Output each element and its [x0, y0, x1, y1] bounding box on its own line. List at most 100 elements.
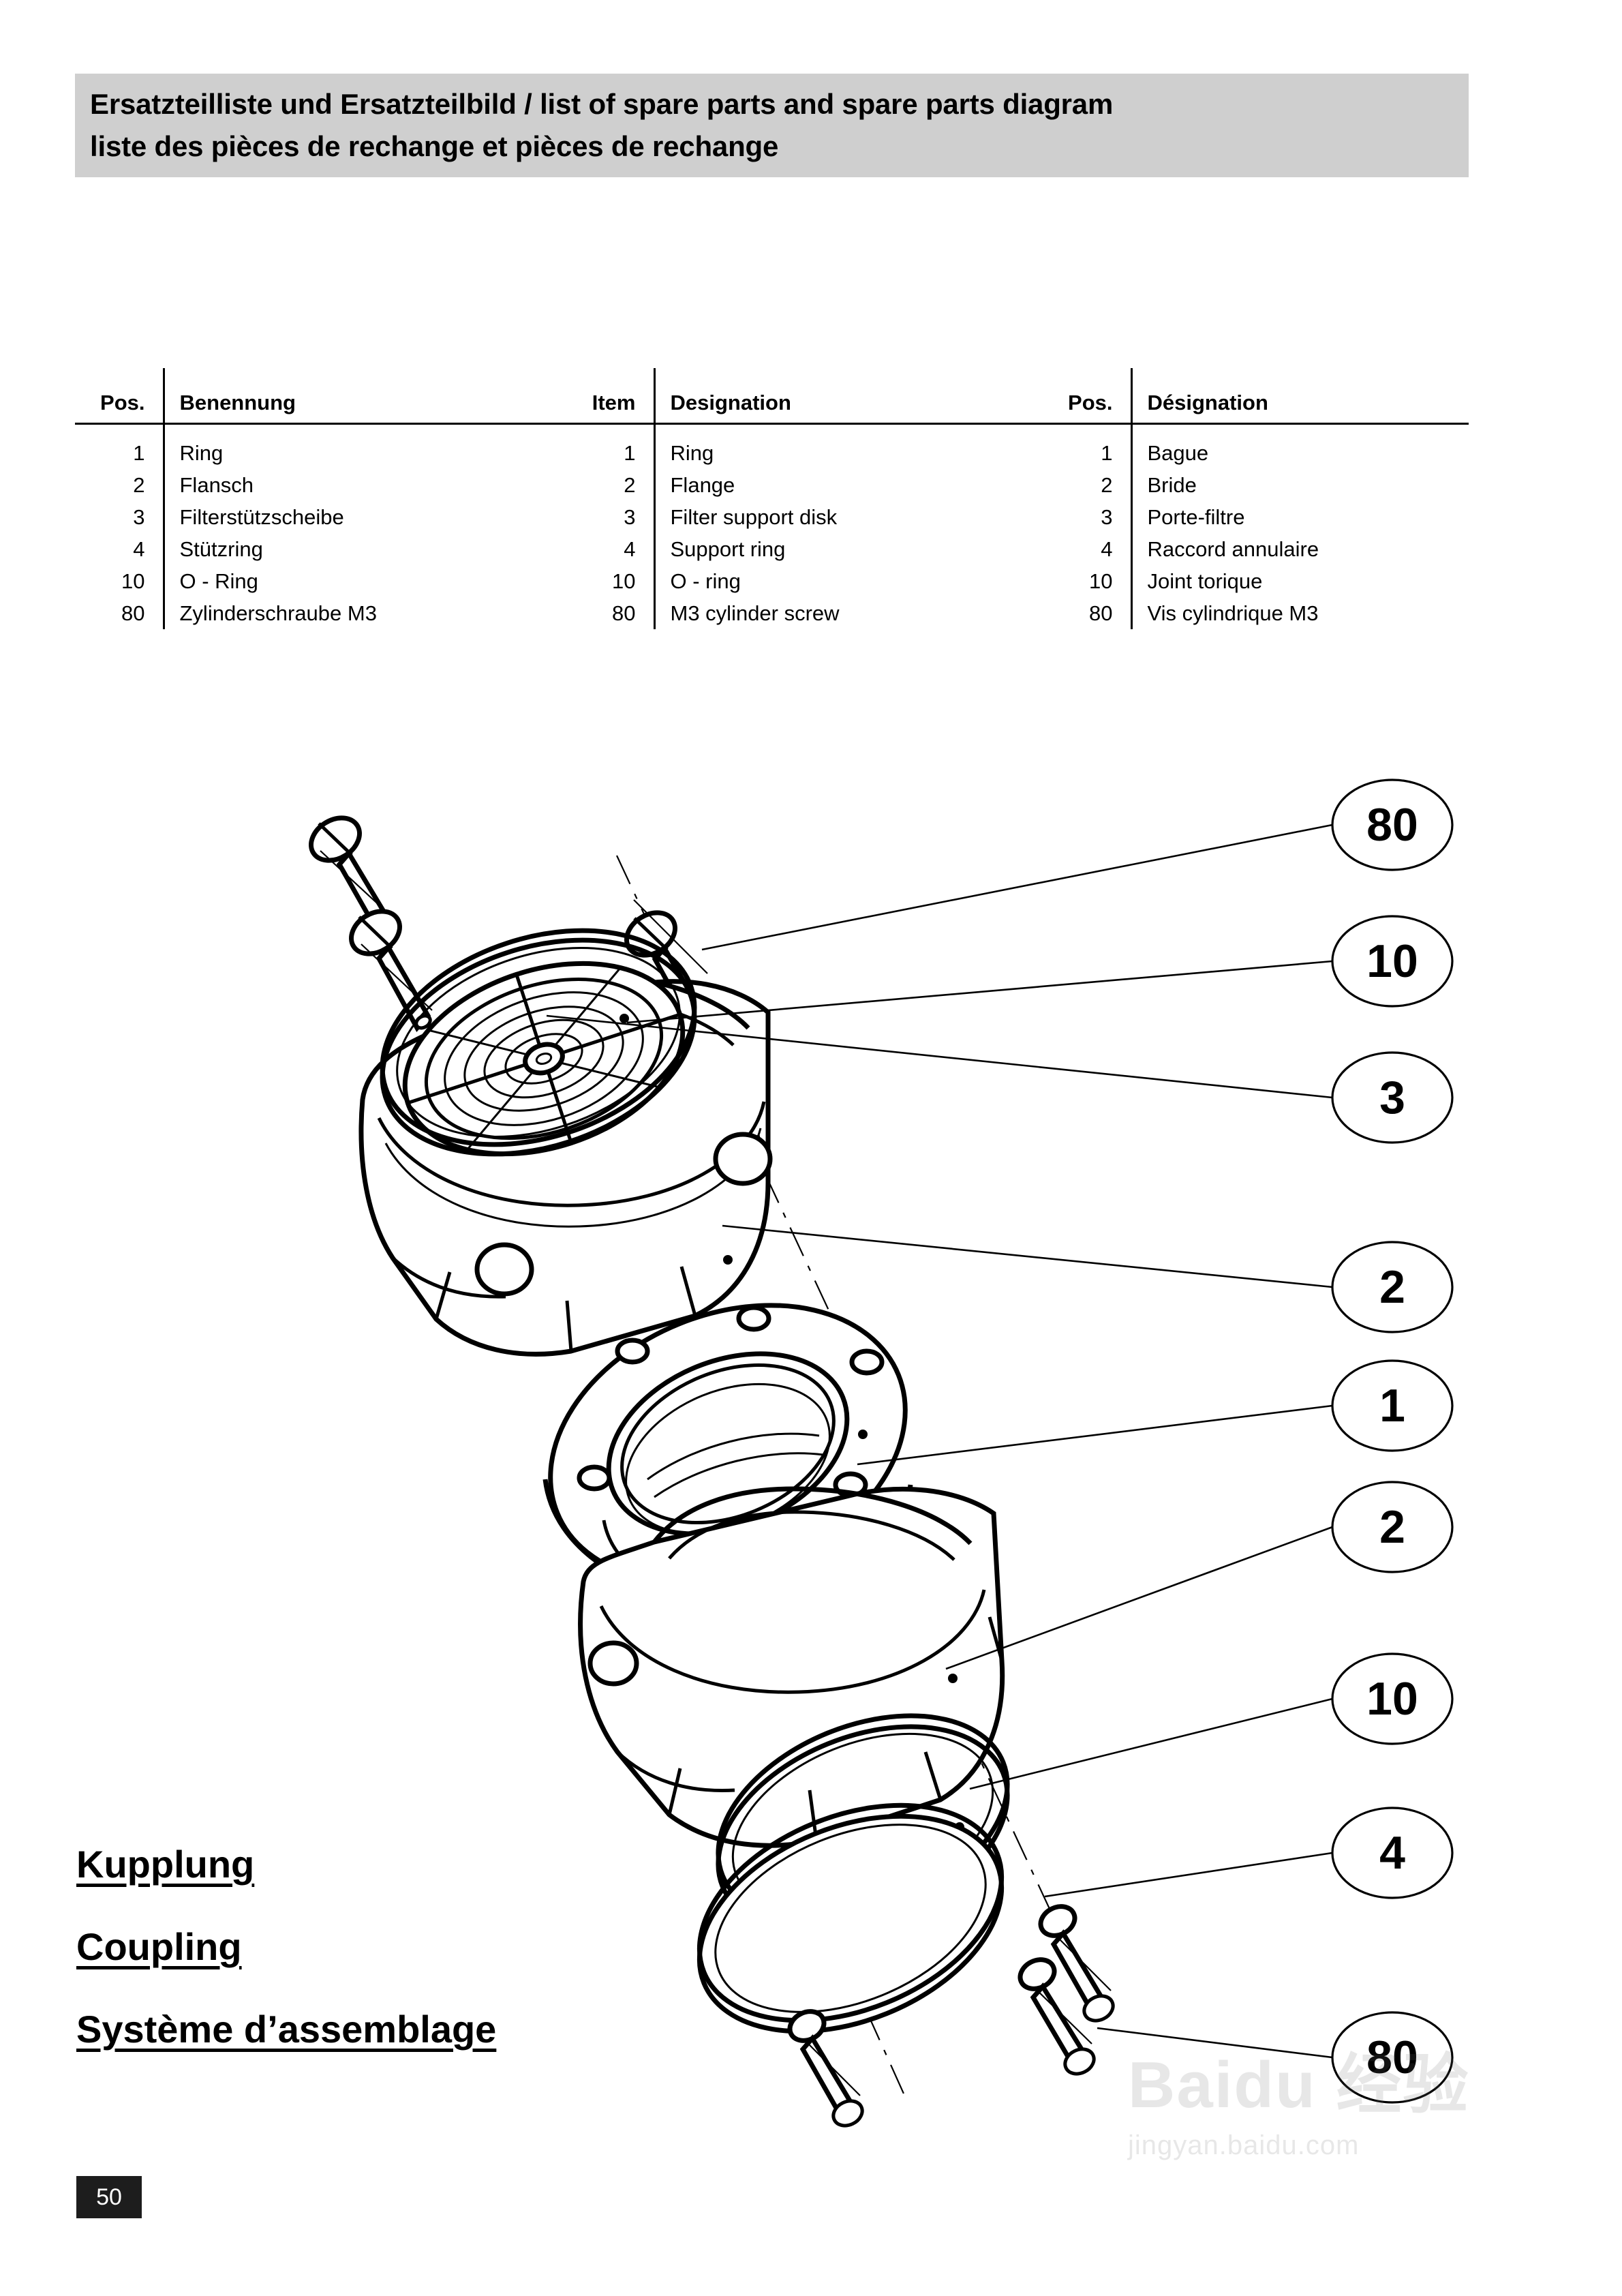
- flange-ring: [542, 1303, 913, 1603]
- callout-bubble: [1331, 1652, 1454, 1745]
- screw-group-bottom: [787, 1904, 1115, 2128]
- center-axis-lower: [721, 1690, 908, 2100]
- table-cell-name-en: Flange: [653, 469, 1050, 501]
- column-header-pos-de: Pos.: [100, 391, 145, 414]
- table-cell-name-fr: Porte-filtre: [1130, 501, 1469, 533]
- callout-label: 80: [1366, 799, 1418, 851]
- callout-bubble: [1331, 1051, 1454, 1144]
- title-fr: Système d’assemblage: [76, 2008, 497, 2051]
- screw-upper-left: [309, 815, 393, 938]
- callout-label: 1: [1379, 1380, 1405, 1432]
- table-cell-pos-de: 3: [133, 505, 145, 529]
- table-cell-name-de: Zylinderschraube M3: [162, 597, 572, 629]
- table-cell-pos-fr: 80: [1089, 601, 1113, 625]
- upper-housing-body: [358, 971, 773, 1357]
- table-cell-pos-de: 80: [121, 601, 145, 625]
- leader-line: [945, 1526, 1333, 1670]
- table-cell-name-de: Flansch: [162, 469, 572, 501]
- callout-label: 3: [1379, 1072, 1405, 1123]
- table-cell-name-en: Ring: [653, 423, 1050, 469]
- watermark-url: jingyan.baidu.com: [1128, 2130, 1360, 2160]
- callout-label: 4: [1379, 1827, 1405, 1879]
- table-cell-pos-fr: 1: [1101, 441, 1113, 465]
- screw-lower-center: [787, 2009, 864, 2128]
- center-axis-mid: [790, 1353, 1050, 1909]
- table-cell-pos-de: 2: [133, 473, 145, 497]
- leader-line: [1044, 1852, 1333, 1898]
- page-number-badge: 50: [76, 2176, 142, 2218]
- table-cell-pos-en: 1: [624, 441, 636, 465]
- table-cell-pos-en: 80: [612, 601, 636, 625]
- callout-label: 10: [1366, 1673, 1418, 1725]
- callout-80-8: 80: [1097, 2011, 1454, 2104]
- leader-line: [722, 1224, 1333, 1288]
- lower-housing-body: [578, 1486, 1005, 1848]
- table-cell-name-en: Support ring: [653, 533, 1050, 565]
- column-header-designation-fr: Désignation: [1130, 368, 1469, 424]
- table-cell-name-de: Stützring: [162, 533, 572, 565]
- callout-3-2: 3: [546, 1014, 1454, 1144]
- table-cell-pos-fr: 2: [1101, 473, 1113, 497]
- table-cell-pos-fr: 4: [1101, 537, 1113, 561]
- callout-bubble: [1331, 2011, 1454, 2104]
- callout-bubble: [1331, 779, 1454, 871]
- table-cell-pos-de: 10: [121, 569, 145, 593]
- callout-10-1: 10: [626, 915, 1454, 1024]
- watermark-logo-text: Baidu 经验: [1128, 2049, 1470, 2121]
- callout-bubble: [1331, 1807, 1454, 1899]
- table-cell-name-fr: Raccord annulaire: [1130, 533, 1469, 565]
- screw-group-top: [309, 815, 708, 1033]
- callout-4-7: 4: [1044, 1807, 1454, 1899]
- header-title-line1: Ersatzteilliste und Ersatzteilbild / lis…: [90, 88, 1114, 120]
- column-header-item: Item: [592, 391, 636, 414]
- column-header-designation: Designation: [653, 368, 1050, 424]
- callout-label: 10: [1366, 935, 1418, 987]
- table-cell-pos-en: 2: [624, 473, 636, 497]
- table-row: 2 Flansch 2 Flange 2 Bride: [75, 469, 1469, 501]
- table-cell-name-de: O - Ring: [162, 565, 572, 597]
- table-cell-name-fr: Bague: [1130, 423, 1469, 469]
- center-axis-upper: [616, 855, 876, 1412]
- callout-1-4: 1: [857, 1359, 1454, 1466]
- header-banner: Ersatzteilliste und Ersatzteilbild / lis…: [75, 74, 1469, 177]
- table-cell-pos-fr: 10: [1089, 569, 1113, 593]
- table-cell-name-fr: Joint torique: [1130, 565, 1469, 597]
- leader-line: [626, 960, 1333, 1024]
- leader-line: [1097, 2027, 1333, 2059]
- screw-lower-right-1: [1038, 1904, 1115, 2023]
- baidu-watermark: Baidu 经验 jingyan.baidu.com: [1128, 2031, 1605, 2209]
- callout-bubble: [1331, 915, 1454, 1008]
- callout-label: 80: [1366, 2031, 1418, 2083]
- leader-line: [701, 824, 1333, 951]
- callout-bubble: [1331, 1241, 1454, 1333]
- screw-upper-right: [624, 899, 708, 1033]
- title-block: Kupplung Coupling Système d’assemblage: [76, 1842, 496, 2089]
- title-de: Kupplung: [76, 1843, 255, 1886]
- table-header-row: Pos. Benennung Item Designation Pos. Dés…: [75, 368, 1469, 424]
- leader-line: [546, 1014, 1333, 1099]
- callout-label: 2: [1379, 1261, 1405, 1313]
- table-cell-name-de: Ring: [162, 423, 572, 469]
- leader-line: [857, 1404, 1333, 1466]
- table-cell-name-fr: Bride: [1130, 469, 1469, 501]
- table-cell-name-de: Filterstützscheibe: [162, 501, 572, 533]
- callout-2-5: 2: [945, 1481, 1454, 1670]
- column-header-pos-fr: Pos.: [1068, 391, 1113, 414]
- table-cell-pos-en: 4: [624, 537, 636, 561]
- callout-80-0: 80: [701, 779, 1454, 951]
- screw-lower-right-2: [1017, 1957, 1096, 2076]
- column-header-benennung: Benennung: [162, 368, 572, 424]
- table-cell-pos-en: 3: [624, 505, 636, 529]
- callout-10-6: 10: [969, 1652, 1454, 1790]
- flange-bolt-holes: [577, 1305, 885, 1582]
- o-ring-top: [380, 928, 697, 1157]
- callout-2-3: 2: [722, 1224, 1454, 1333]
- o-ring-lower: [716, 1713, 1010, 1935]
- callout-bubble: [1331, 1359, 1454, 1452]
